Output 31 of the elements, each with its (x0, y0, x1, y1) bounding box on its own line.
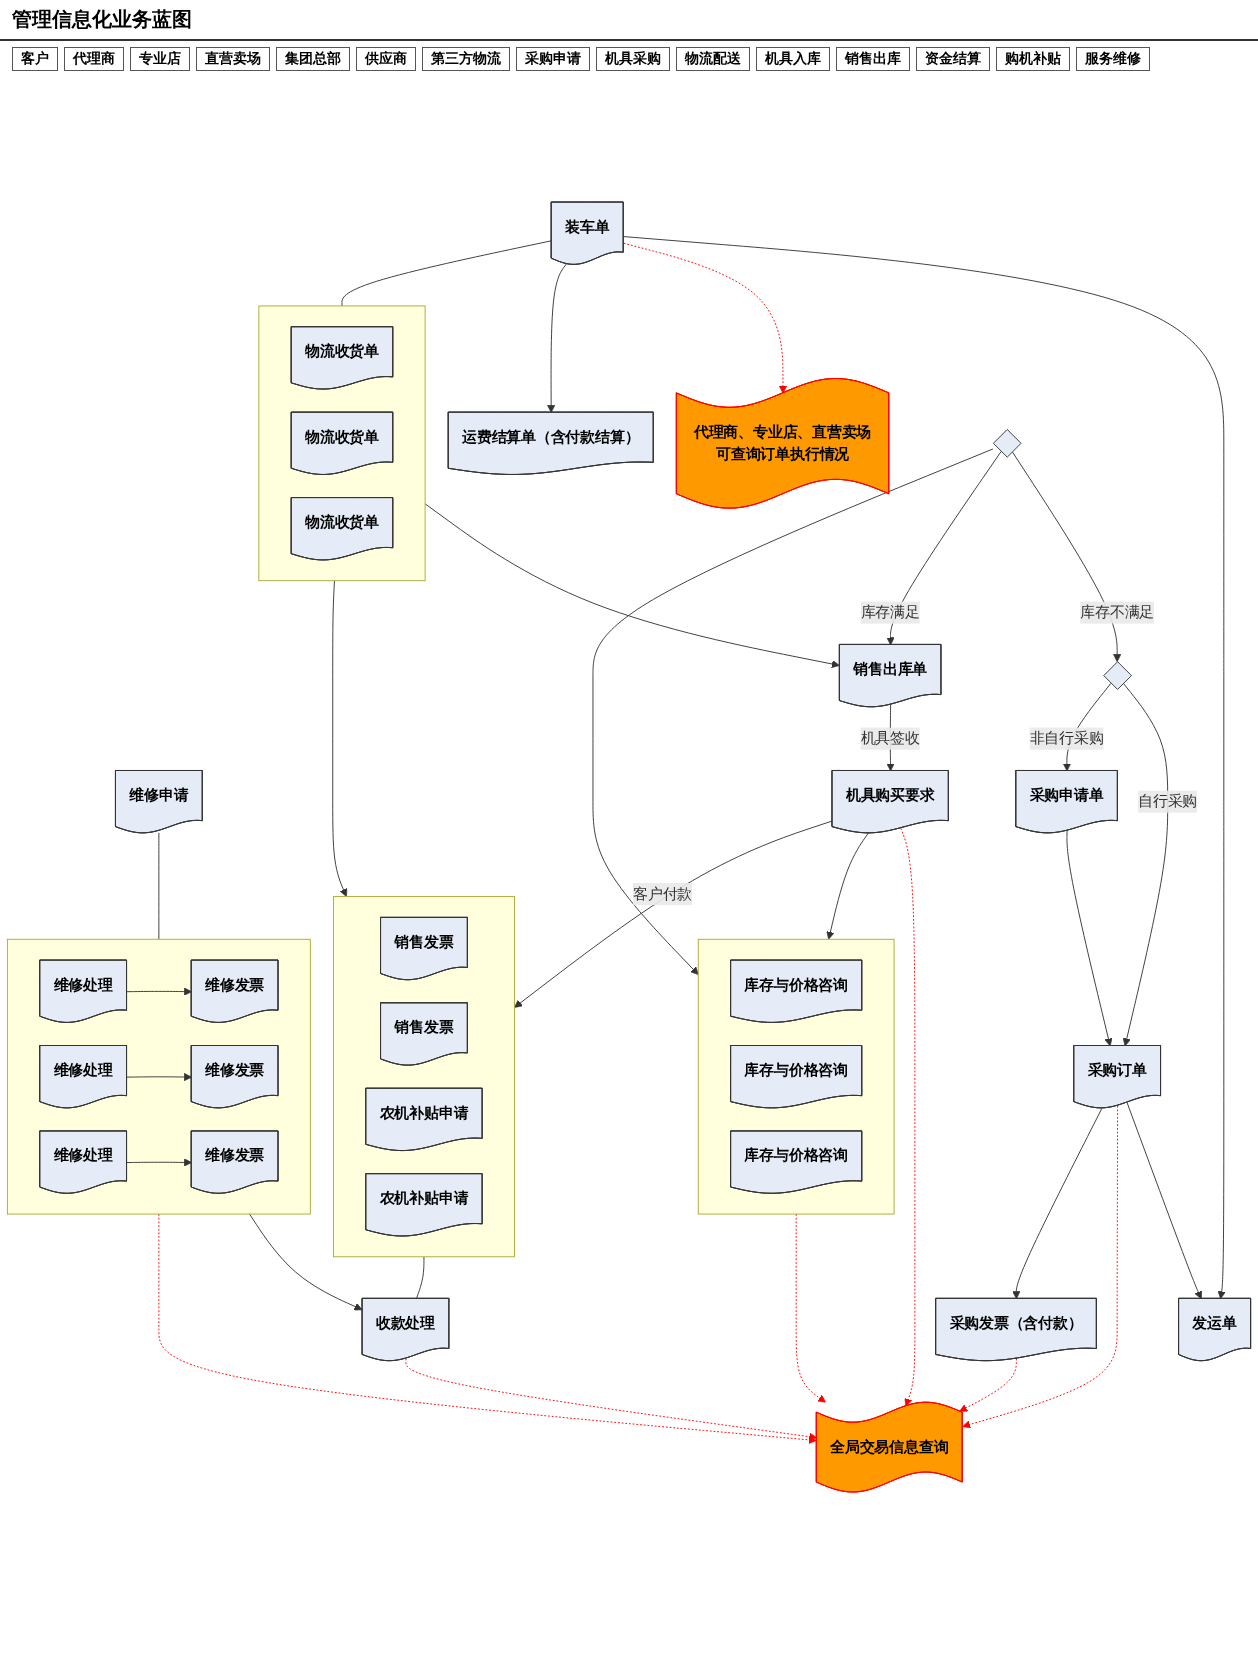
edge-label: 客户付款 (633, 885, 693, 902)
node-diamond (992, 429, 1022, 458)
edge-label: 库存满足 (860, 604, 920, 620)
lane-label: 销售出库 (836, 47, 910, 71)
lane-label: 第三方物流 (422, 47, 510, 71)
diagram-title: 管理信息化业务蓝图 (0, 0, 1258, 41)
lane-label: 集团总部 (276, 47, 350, 71)
connector (158, 832, 160, 940)
cluster (697, 938, 895, 1215)
edge-label: 机具签收 (860, 730, 920, 747)
edge-label: 非自行采购 (1029, 730, 1104, 747)
lane-label: 直营卖场 (196, 47, 270, 71)
lane-label: 服务维修 (1076, 47, 1150, 71)
lane-label: 机具入库 (756, 47, 830, 71)
lane-label: 专业店 (130, 47, 190, 71)
lane-label: 供应商 (356, 47, 416, 71)
cluster (258, 305, 426, 582)
lane-label: 采购申请 (516, 47, 590, 71)
lane-label: 购机补贴 (996, 47, 1070, 71)
cluster (6, 938, 311, 1215)
cluster (332, 896, 515, 1258)
lane-label: 客户 (12, 47, 58, 71)
lane-label: 物流配送 (676, 47, 750, 71)
edge-label: 库存不满足 (1080, 604, 1155, 620)
lane-label: 机具采购 (596, 47, 670, 71)
connector (416, 1256, 425, 1299)
lane-label: 资金结算 (916, 47, 990, 71)
node-diamond (1103, 661, 1132, 690)
connector (341, 240, 552, 307)
edge-label: 自行采购 (1138, 793, 1198, 810)
lane-label: 代理商 (64, 47, 124, 71)
